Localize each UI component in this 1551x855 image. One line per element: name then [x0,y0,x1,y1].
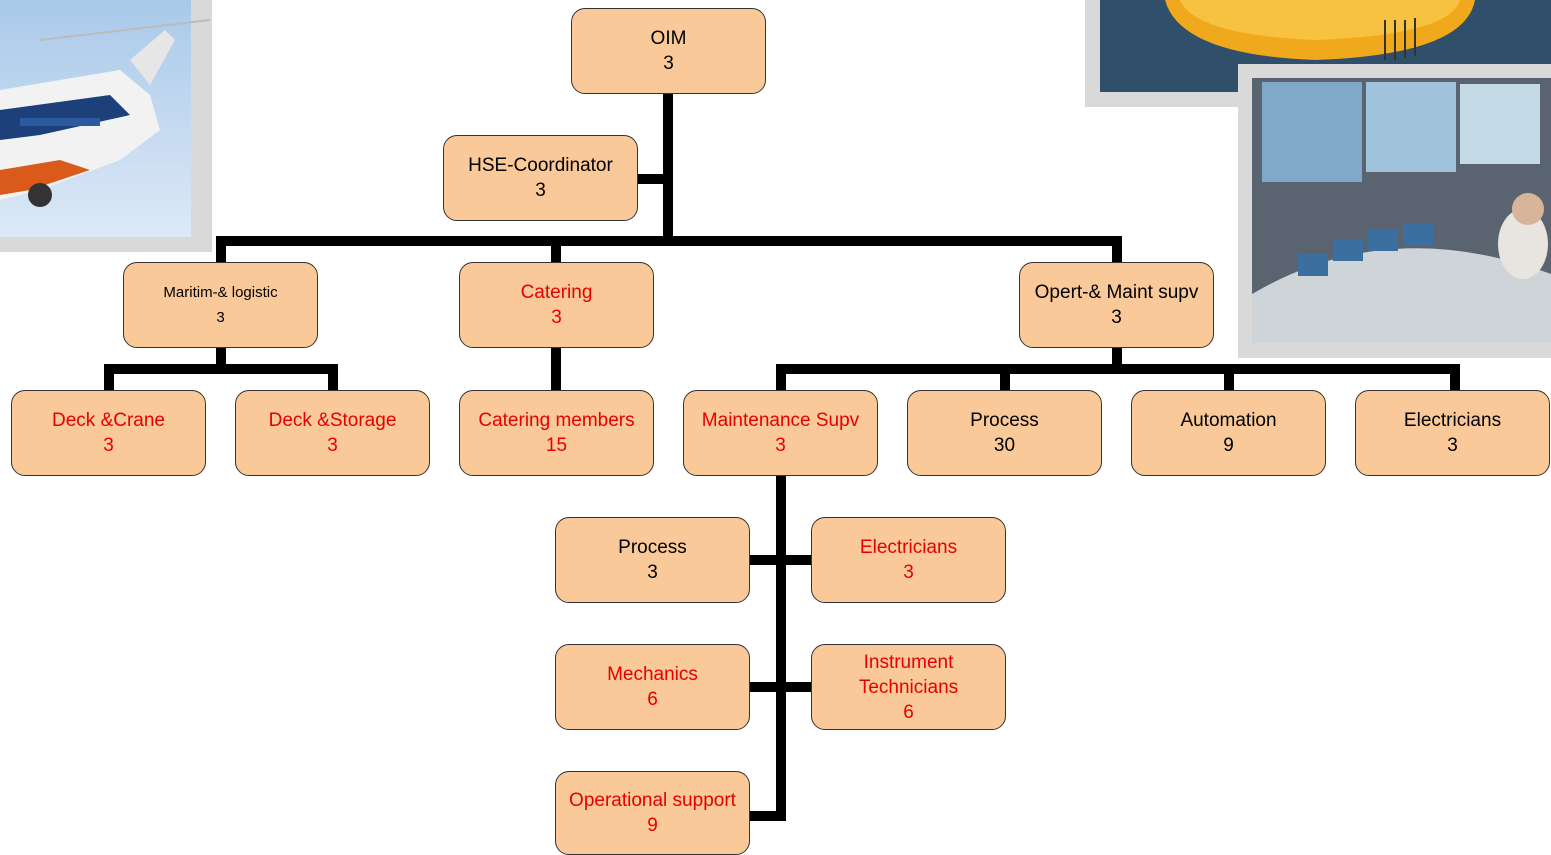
node-count: 30 [993,435,1016,456]
node-electricians-sub: Electricians 3 [811,517,1006,603]
node-title: Automation [1180,410,1277,431]
node-count: 3 [216,309,225,326]
node-oim: OIM 3 [571,8,766,94]
node-mechanics: Mechanics 6 [555,644,750,730]
node-catering-members: Catering members 15 [459,390,654,476]
node-instrument-technicians: Instrument Technicians 6 [811,644,1006,730]
connector-process-drop [1000,364,1010,394]
node-deck-storage: Deck &Storage 3 [235,390,430,476]
connector-automation-drop [1224,364,1234,394]
node-title: Electricians [1403,410,1502,431]
connector-deck-crane-drop [104,364,114,394]
connector-sub-row1 [747,555,813,565]
node-count: 6 [903,701,914,723]
control-room-photo-icon [1238,64,1551,358]
node-title: Maritim-& logistic [163,284,278,301]
connector-sub-row3 [747,811,786,821]
connector-maritim-drop [216,236,226,266]
node-count: 3 [327,435,338,456]
node-opert-maint-supv: Opert-& Maint supv 3 [1019,262,1214,348]
node-catering: Catering 3 [459,262,654,348]
node-title: Electricians [859,537,958,558]
helicopter-photo-icon [0,0,212,252]
node-count: 15 [545,435,568,456]
node-title: Operational support [569,790,736,811]
node-title: Deck &Storage [268,410,397,431]
node-process-sub: Process 3 [555,517,750,603]
node-maintenance-supv: Maintenance Supv 3 [683,390,878,476]
connector-catering-down [551,347,561,394]
node-count: 9 [647,815,658,836]
node-title: Opert-& Maint supv [1034,282,1199,303]
node-deck-crane: Deck &Crane 3 [11,390,206,476]
node-electricians-top: Electricians 3 [1355,390,1550,476]
connector-oim-trunk [663,93,673,245]
node-count: 3 [535,180,546,201]
connector-maint-trunk [776,475,786,821]
node-count: 3 [903,562,914,583]
node-operational-support: Operational support 9 [555,771,750,855]
node-title: Process [618,537,687,558]
node-title: OIM [650,28,687,49]
node-count: 3 [1447,435,1458,456]
node-process-top: Process 30 [907,390,1102,476]
node-title: Catering members [478,410,635,431]
connector-maritim-down [216,347,226,369]
node-title: Mechanics [607,664,698,685]
node-title: Maintenance Supv [701,410,860,431]
connector-hse [637,174,667,184]
node-count: 3 [775,435,786,456]
node-count: 3 [1111,307,1122,328]
node-title: HSE-Coordinator [468,155,613,176]
node-count: 3 [551,307,562,328]
node-count: 3 [663,53,674,74]
connector-sub-row2 [747,682,813,692]
node-count: 9 [1223,435,1234,456]
connector-maint-drop [776,364,786,394]
connector-level1-bar [216,236,1122,246]
node-count: 6 [647,689,658,710]
connector-opert-drop [1112,236,1122,266]
connector-deck-bar [104,364,338,374]
node-count: 3 [103,435,114,456]
node-title: Deck &Crane [52,410,165,431]
node-count: 3 [647,562,658,583]
connector-electricians-drop [1450,364,1460,394]
node-hse-coordinator: HSE-Coordinator 3 [443,135,638,221]
node-title: Instrument Technicians [858,651,959,698]
connector-deck-storage-drop [328,364,338,394]
connector-opert-down [1112,347,1122,369]
connector-catering-drop [551,236,561,266]
node-title: Process [970,410,1039,431]
node-title: Catering [520,282,593,303]
node-maritim-logistic: Maritim-& logistic 3 [123,262,318,348]
connector-ops-bar [776,364,1460,374]
node-automation: Automation 9 [1131,390,1326,476]
